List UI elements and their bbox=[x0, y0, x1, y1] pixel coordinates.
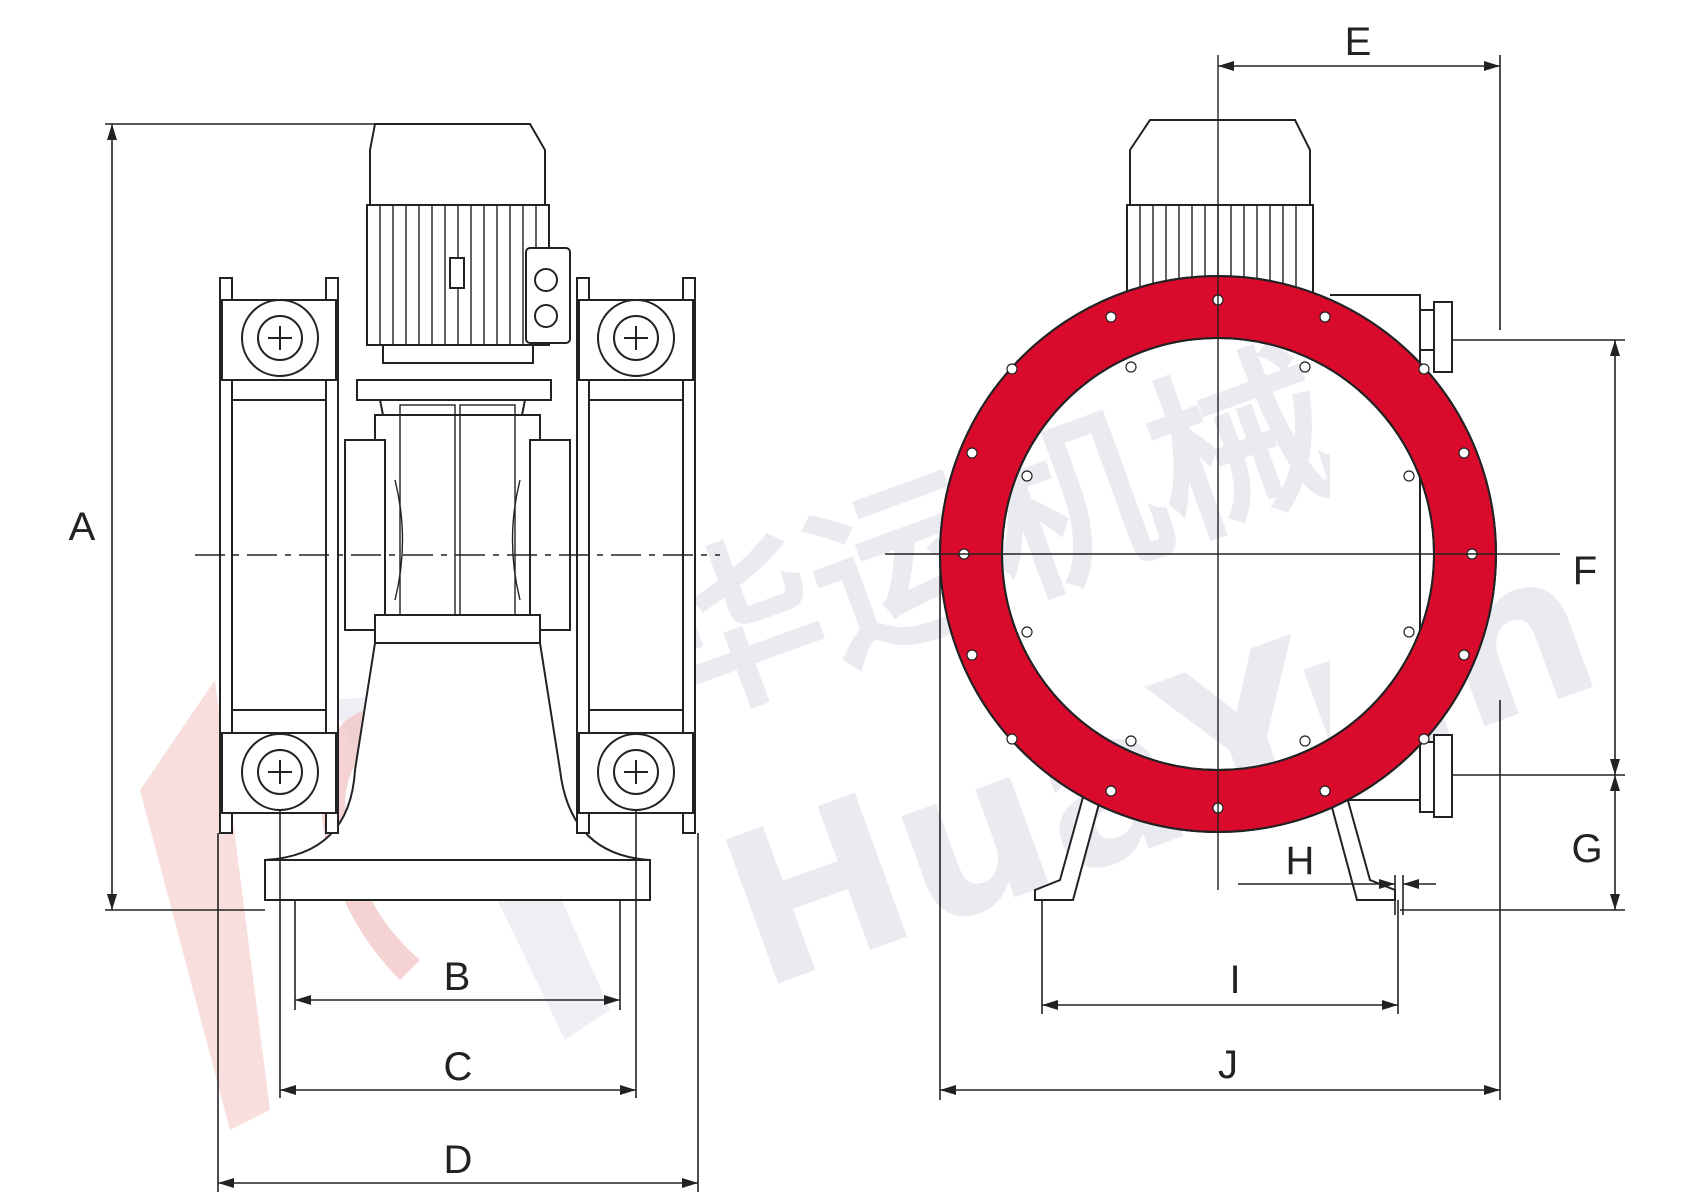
label-H: H bbox=[1286, 839, 1315, 883]
motor-flange bbox=[382, 344, 534, 364]
port-flange-bottom-left bbox=[241, 733, 319, 811]
label-E: E bbox=[1345, 20, 1372, 64]
dim-G bbox=[1400, 775, 1625, 911]
port-flange-top-left bbox=[241, 299, 319, 377]
upper-port-pipe bbox=[1419, 309, 1435, 351]
watermark-logo-stroke-2 bbox=[330, 690, 610, 1040]
watermark-logo-stroke-1 bbox=[140, 680, 270, 1130]
lower-port-pipe bbox=[1419, 741, 1435, 813]
label-I: I bbox=[1229, 958, 1240, 1002]
dim-I bbox=[1041, 900, 1399, 1014]
dim-B bbox=[294, 900, 621, 1010]
dim-E bbox=[1218, 55, 1501, 330]
lower-port-flange bbox=[1433, 734, 1453, 818]
motor-junction-box bbox=[525, 247, 571, 344]
watermark-logo bbox=[140, 680, 610, 1130]
motor-fan-cover bbox=[369, 123, 546, 206]
dim-H bbox=[1238, 875, 1436, 915]
label-B: B bbox=[444, 955, 471, 999]
side-cover-right bbox=[529, 439, 571, 631]
housing-base-plate bbox=[374, 614, 541, 644]
port-flange-top-right bbox=[597, 299, 675, 377]
front-view: A B C D bbox=[69, 123, 720, 1192]
label-C: C bbox=[444, 1045, 473, 1089]
motor-nameplate bbox=[449, 257, 465, 289]
cable-gland-upper bbox=[534, 268, 558, 292]
cable-gland-lower bbox=[534, 304, 558, 328]
dim-C bbox=[279, 810, 637, 1098]
dim-D bbox=[217, 833, 699, 1192]
label-J: J bbox=[1218, 1043, 1238, 1087]
label-A: A bbox=[69, 505, 96, 549]
label-F: F bbox=[1573, 549, 1597, 593]
watermark-logo-stroke-3 bbox=[320, 706, 420, 980]
dim-A bbox=[105, 123, 390, 911]
side-view: E F G H bbox=[885, 20, 1625, 1100]
port-flange-bottom-right bbox=[597, 733, 675, 811]
shoe-curve-left bbox=[394, 479, 404, 601]
label-G: G bbox=[1571, 827, 1602, 871]
dim-J bbox=[939, 554, 1501, 1100]
label-D: D bbox=[444, 1138, 473, 1182]
gearbox-flange bbox=[356, 379, 552, 401]
side-cover-left bbox=[344, 439, 386, 631]
upper-port-flange bbox=[1433, 301, 1453, 373]
shoe-curve-right bbox=[511, 479, 521, 601]
ring-bolts bbox=[958, 294, 1478, 814]
side-motor-fan-cover bbox=[1129, 119, 1311, 206]
dim-F bbox=[1452, 339, 1625, 776]
base-plate bbox=[264, 859, 651, 901]
